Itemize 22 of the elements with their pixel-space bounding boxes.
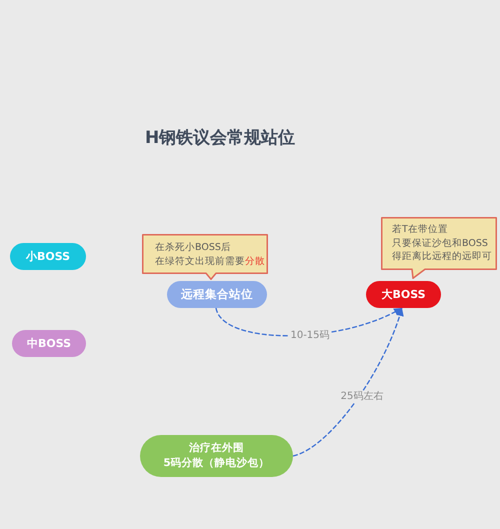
- topic-pill: [12, 330, 86, 357]
- node-text: 小BOSS: [26, 249, 70, 264]
- callout-text: 在杀死小BOSS后: [155, 241, 232, 255]
- callout-box: [142, 234, 268, 280]
- topic-pill: [10, 243, 86, 270]
- edge-label: 10-15码: [288, 330, 332, 342]
- topic-pill: [366, 281, 441, 308]
- node-text: 远程集合站位: [181, 287, 253, 302]
- callout-text: 在绿符文出现前需要分散: [155, 255, 265, 269]
- callout-text: 若T在带位置: [392, 223, 449, 236]
- callout-box: [381, 217, 497, 279]
- callout-text: 只要保证沙包和BOSS: [392, 236, 489, 250]
- title: H钢铁议会常规站位: [145, 128, 296, 148]
- arrow: [292, 308, 404, 457]
- edge-label: 25码左右: [338, 391, 386, 403]
- topic-pill: [140, 435, 293, 477]
- callout-text: 得距离比远程的远即可: [392, 250, 492, 264]
- node-text: 大BOSS: [381, 287, 426, 302]
- node-text: 治疗在外围: [189, 441, 244, 456]
- node-text: 中BOSS: [26, 336, 72, 351]
- node-text: 5码分散（静电沙包）: [163, 456, 270, 471]
- topic-pill: [167, 281, 267, 308]
